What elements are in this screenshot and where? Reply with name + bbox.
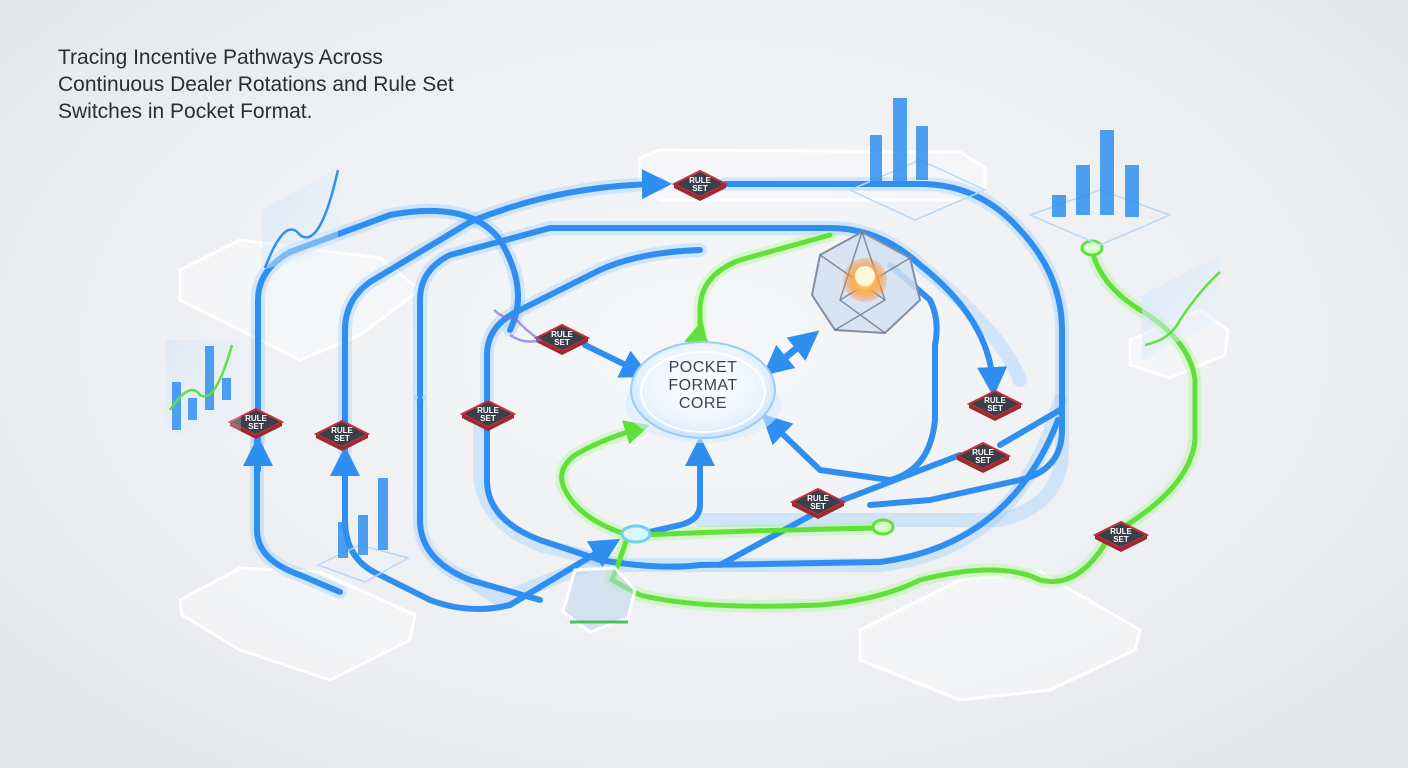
title-line-2: Continuous Dealer Rotations and Rule Set bbox=[58, 73, 454, 96]
rule-set-chip: RULE SET bbox=[954, 441, 1012, 473]
svg-text:RULE: RULE bbox=[807, 494, 829, 503]
rule-set-chip: RULE SET bbox=[459, 399, 517, 431]
blue-path-crystal-right bbox=[887, 262, 940, 348]
junction-nodes bbox=[620, 239, 1104, 544]
core-label-line-2: FORMAT bbox=[668, 377, 737, 394]
green-pathways bbox=[559, 232, 1198, 609]
svg-text:RULE: RULE bbox=[477, 406, 499, 415]
rule-set-chip: RULE SET bbox=[533, 323, 591, 355]
blue-path-outer-left bbox=[255, 207, 521, 443]
blue-pathways bbox=[243, 169, 1065, 612]
rule-set-chip: RULE SET bbox=[227, 407, 285, 439]
bar-chart-icon bbox=[848, 98, 987, 221]
blue-path-right-link bbox=[997, 407, 1063, 448]
title-line-1: Tracing Incentive Pathways Across bbox=[58, 46, 383, 69]
core-label-line-3: CORE bbox=[679, 395, 727, 412]
green-path-outer-right bbox=[609, 247, 1198, 609]
junction-node-right bbox=[871, 518, 895, 536]
svg-text:RULE: RULE bbox=[551, 330, 573, 339]
svg-text:SET: SET bbox=[248, 422, 264, 431]
svg-text:SET: SET bbox=[692, 184, 708, 193]
blue-path-bottom-left bbox=[254, 437, 343, 595]
svg-text:RULE: RULE bbox=[1110, 527, 1132, 536]
green-path-connector bbox=[637, 525, 883, 538]
svg-text:SET: SET bbox=[554, 338, 570, 347]
junction-node-top-right bbox=[1080, 239, 1104, 257]
rule-set-chip: RULE SET bbox=[671, 169, 729, 201]
rule-set-chip: RULE SET bbox=[313, 419, 371, 451]
green-path-core-crystal bbox=[687, 232, 833, 350]
rule-set-chip: RULE SET bbox=[789, 487, 847, 519]
bar-chart-icon bbox=[316, 478, 410, 583]
wave-squiggle-icon bbox=[493, 309, 543, 343]
crystal-node-icon bbox=[810, 230, 922, 335]
line-chart-icon bbox=[262, 168, 340, 270]
diagram-title: Tracing Incentive Pathways Across Contin… bbox=[58, 44, 538, 125]
green-arrow-into-core bbox=[684, 320, 709, 348]
blue-path-lower-arc bbox=[484, 417, 1061, 570]
rule-set-chip: RULE SET bbox=[966, 389, 1024, 421]
svg-text:SET: SET bbox=[480, 414, 496, 423]
blue-path-center-left bbox=[484, 247, 703, 428]
plate-bottom-right bbox=[858, 570, 1142, 702]
blue-arrow-right-to-core bbox=[761, 342, 938, 483]
core-label-line-1: POCKET bbox=[669, 359, 738, 376]
blue-arrow-crystal-to-core bbox=[762, 335, 811, 376]
green-path-left-loop bbox=[559, 420, 650, 538]
blue-path-top-right-loop bbox=[722, 181, 1065, 508]
rule-set-chips: RULE SET RULE SET RULE SET RULE SET RULE… bbox=[227, 169, 1150, 552]
svg-text:SET: SET bbox=[987, 404, 1003, 413]
rule-set-chip: RULE SET bbox=[1092, 520, 1150, 552]
blue-path-to-top-chip bbox=[342, 169, 672, 453]
bar-chart-icon bbox=[166, 340, 241, 435]
blue-path-inner-ring bbox=[417, 224, 1008, 398]
pocket-format-core: POCKET FORMAT CORE bbox=[625, 341, 781, 443]
svg-text:RULE: RULE bbox=[984, 396, 1006, 405]
blue-path-core-down bbox=[642, 452, 703, 536]
glass-hexagon-icon bbox=[561, 566, 637, 634]
bar-chart-icon bbox=[1027, 130, 1173, 246]
svg-text:SET: SET bbox=[1113, 535, 1129, 544]
svg-text:RULE: RULE bbox=[331, 426, 353, 435]
svg-text:RULE: RULE bbox=[972, 448, 994, 457]
svg-text:SET: SET bbox=[975, 456, 991, 465]
title-line-3: Switches in Pocket Format. bbox=[58, 100, 313, 123]
junction-node-center bbox=[620, 524, 652, 544]
blue-arrow-chip-to-core bbox=[582, 342, 651, 378]
svg-text:SET: SET bbox=[334, 434, 350, 443]
blue-path-bottom-inner bbox=[417, 397, 543, 603]
line-chart-icon bbox=[1142, 255, 1221, 360]
svg-text:RULE: RULE bbox=[245, 414, 267, 423]
svg-text:RULE: RULE bbox=[689, 176, 711, 185]
plate-bottom-left bbox=[178, 566, 417, 682]
svg-text:SET: SET bbox=[810, 502, 826, 511]
